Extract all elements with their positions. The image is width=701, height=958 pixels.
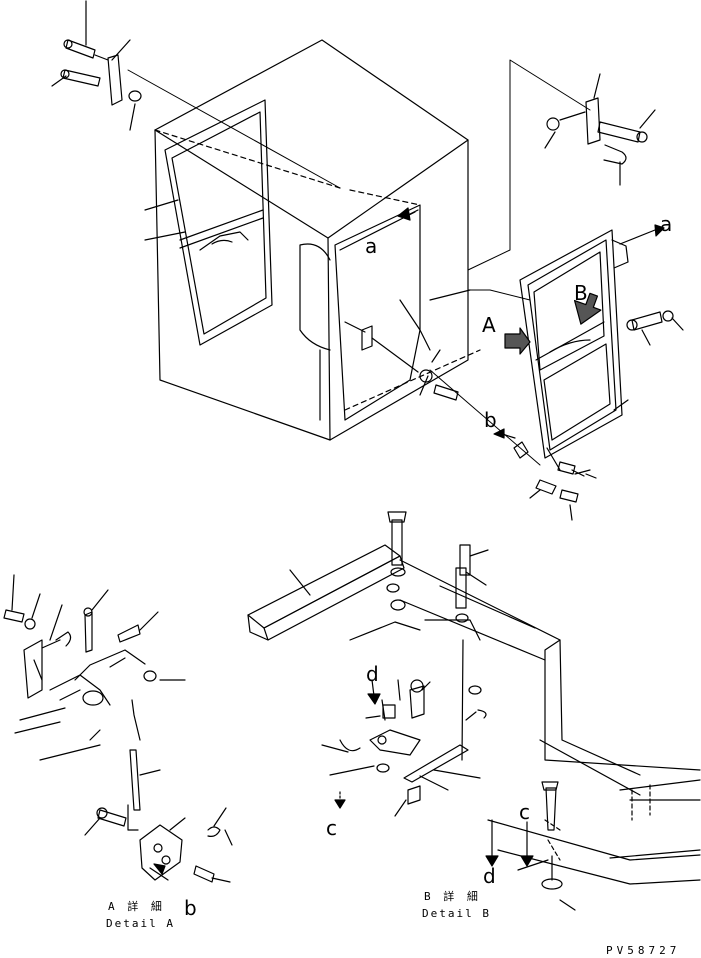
detail-a-title-en: Detail A bbox=[106, 917, 175, 930]
detail-b-title-en: Detail B bbox=[422, 907, 491, 920]
cab-body bbox=[154, 39, 471, 441]
detail-b-title-jp: B 詳 細 bbox=[424, 890, 481, 903]
door-hinge-right bbox=[544, 73, 656, 186]
cab-left-window bbox=[164, 99, 273, 346]
label-b-detail: b bbox=[184, 896, 197, 920]
detail-a bbox=[3, 574, 233, 883]
label-view-B: B bbox=[574, 281, 588, 305]
hidden-lines bbox=[154, 129, 481, 411]
cab-door-hinge bbox=[344, 321, 459, 401]
detail-a-title-jp: A 詳 細 bbox=[108, 900, 165, 913]
label-a-door: a bbox=[660, 212, 673, 236]
cab-leaders bbox=[144, 199, 186, 241]
label-b-door: b bbox=[484, 408, 497, 432]
door-bottom-hardware bbox=[513, 441, 597, 521]
label-d-upper: d bbox=[366, 662, 379, 686]
label-c-right: c bbox=[519, 800, 530, 824]
assembly-leader-lines bbox=[127, 59, 591, 466]
label-d-lower: d bbox=[483, 864, 496, 888]
door-mount-bolts bbox=[626, 310, 684, 346]
label-a-cab: a bbox=[365, 234, 378, 258]
drawing-code: PV58727 bbox=[606, 944, 681, 957]
label-view-A: A bbox=[482, 313, 496, 337]
label-c-left: c bbox=[326, 816, 337, 840]
detail-b bbox=[247, 511, 701, 911]
view-arrows bbox=[397, 207, 665, 439]
door-right bbox=[519, 229, 629, 459]
hinge-top-left bbox=[51, 0, 142, 131]
